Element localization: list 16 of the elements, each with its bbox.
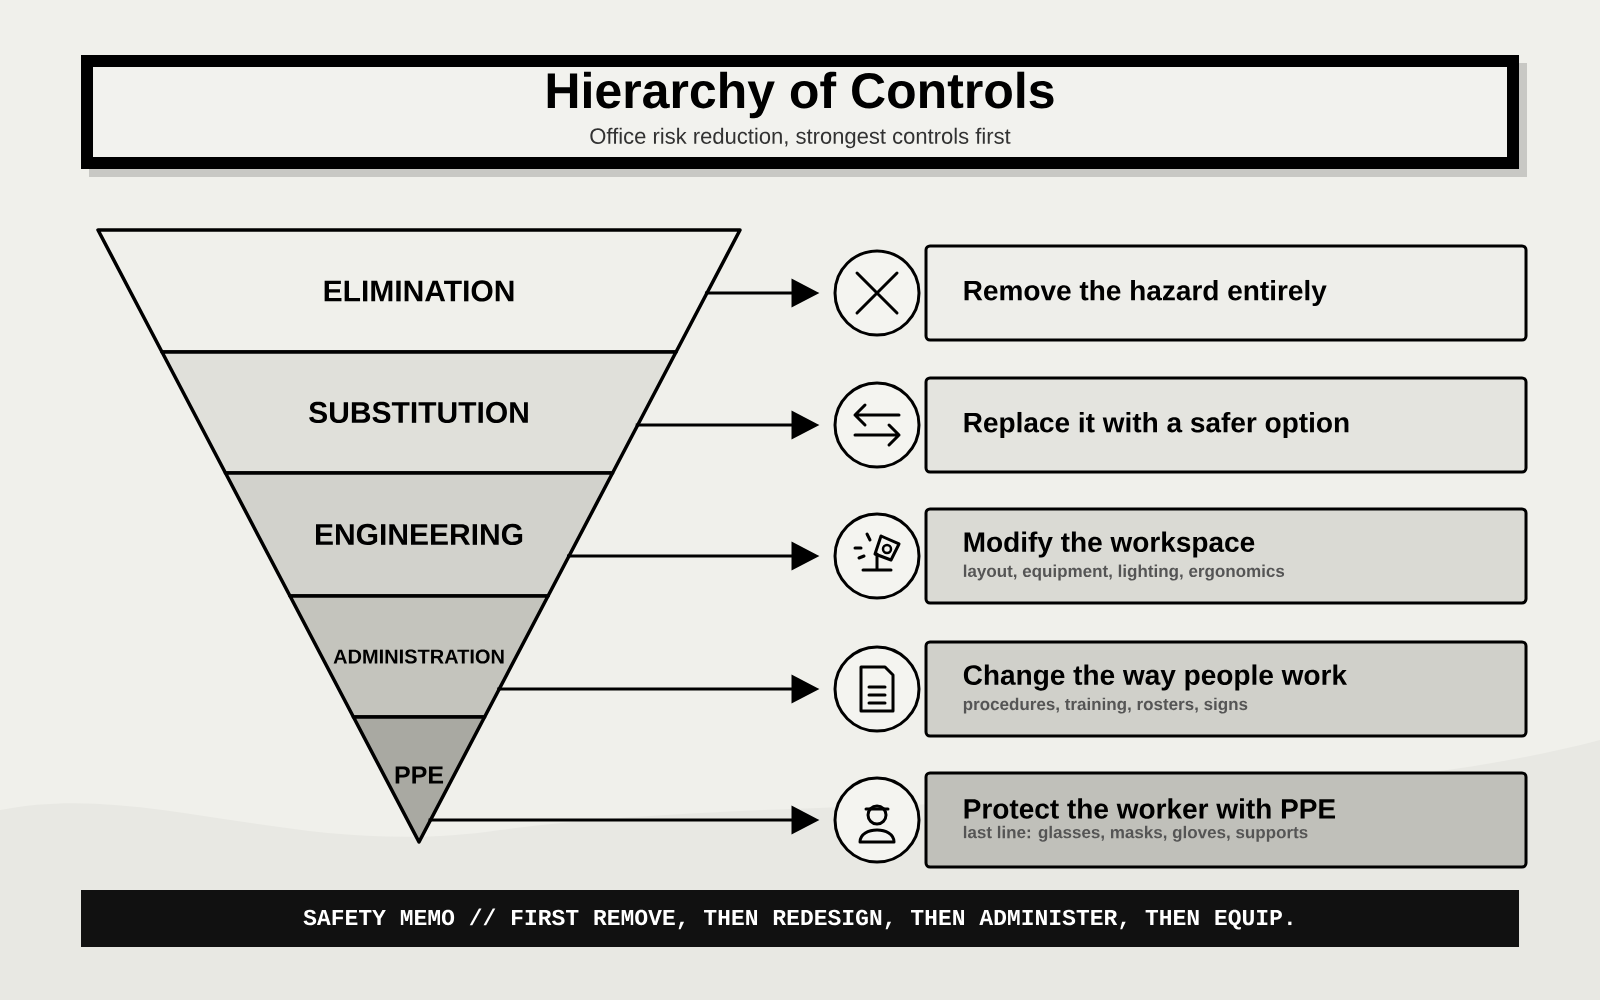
icon-circle — [833, 776, 921, 864]
title: Hierarchy of Controls — [547, 71, 1054, 119]
description-box: Change the way people work procedures, training, rosters, signs — [924, 640, 1528, 738]
footer-banner: SAFETY MEMO // FIRST REMOVE, THEN REDESIGN, THEN ADMINISTER, THEN EQUIP. — [81, 890, 1519, 947]
description-box: Protect the worker with PPE last line: glasses, masks, gloves, supports — [924, 771, 1528, 869]
pyramid-band: ADMINISTRATION — [288, 594, 550, 719]
icon-circle — [833, 249, 921, 337]
icon-circle — [833, 381, 921, 469]
pyramid-band: PPE — [351, 715, 487, 844]
description-box: Replace it with a safer option — [924, 376, 1528, 474]
description-box: Modify the workspace layout, equipment, lighting, ergonomics — [924, 507, 1528, 605]
description-box: Remove the hazard entirely — [924, 244, 1528, 342]
icon-circle — [833, 512, 921, 600]
icon-circle — [833, 645, 921, 733]
pyramid-band: ENGINEERING — [223, 471, 615, 598]
subtitle: Office risk reduction, strongest controls first — [590, 127, 1011, 149]
